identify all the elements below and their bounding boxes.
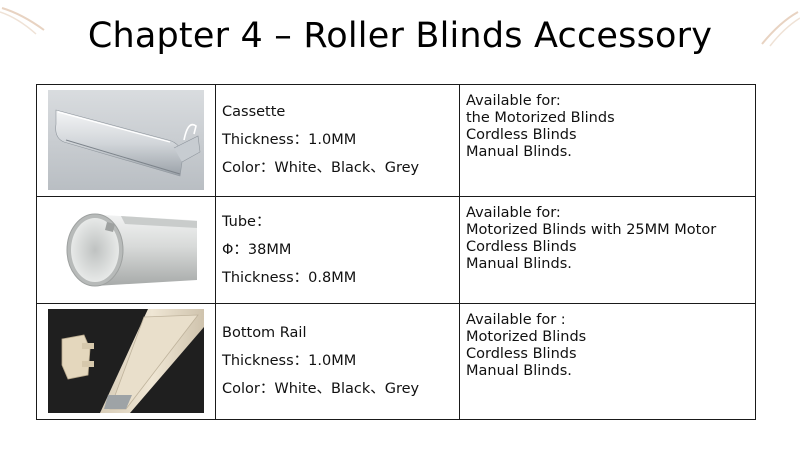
product-name: Cassette [222, 104, 286, 121]
product-name: Bottom Rail [222, 325, 307, 342]
availability-heading: Available for: [466, 204, 561, 221]
availability-item: Motorized Blinds [466, 328, 587, 345]
image-cell [36, 195, 216, 304]
description-cell: Bottom Rail Thickness：1.0MM Color：White、… [215, 302, 460, 421]
availability-item: Cordless Blinds [466, 127, 577, 143]
availability-cell: Available for: the Motorized Blinds Cord… [459, 84, 756, 197]
product-thickness: Thickness：1.0MM [222, 353, 357, 370]
product-diameter: Φ：38MM [222, 241, 292, 258]
availability-cell: Available for : Motorized Blinds Cordles… [459, 302, 756, 421]
cassette-photo-icon [48, 90, 204, 191]
availability-item: Cordless Blinds [466, 238, 577, 255]
availability-heading: Available for : [466, 311, 566, 328]
accessory-table: Cassette Thickness：1.0MM Color：White、Bla… [36, 84, 756, 421]
product-color: Color：White、Black、Grey [222, 381, 420, 398]
corner-flourish-left-icon [0, 7, 45, 35]
product-color: Color：White、Black、Grey [222, 160, 420, 177]
availability-heading: Available for: [466, 93, 561, 109]
availability-item: the Motorized Blinds [466, 110, 615, 126]
table-row: Cassette Thickness：1.0MM Color：White、Bla… [36, 84, 756, 197]
tube-photo-icon [51, 201, 201, 298]
availability-item: Cordless Blinds [466, 345, 577, 362]
bottom-rail-photo-icon [48, 309, 204, 414]
description-cell: Tube： Φ：38MM Thickness：0.8MM [215, 195, 460, 304]
availability-cell: Available for: Motorized Blinds with 25M… [459, 195, 756, 304]
page-title: Chapter 4 – Roller Blinds Accessory [87, 16, 713, 56]
availability-item: Manual Blinds. [466, 362, 572, 379]
product-name: Tube： [222, 213, 271, 230]
image-cell [36, 302, 216, 421]
product-thickness: Thickness：0.8MM [222, 269, 357, 286]
availability-item: Manual Blinds. [466, 255, 572, 272]
product-thickness: Thickness：1.0MM [222, 132, 357, 149]
table-row: Bottom Rail Thickness：1.0MM Color：White、… [36, 302, 756, 421]
corner-flourish-right-icon [761, 11, 800, 47]
description-cell: Cassette Thickness：1.0MM Color：White、Bla… [215, 84, 460, 197]
availability-item: Manual Blinds. [466, 144, 572, 160]
availability-item: Motorized Blinds with 25MM Motor [466, 221, 717, 238]
table-row: Tube： Φ：38MM Thickness：0.8MM Available f… [36, 195, 756, 304]
image-cell [36, 84, 216, 197]
